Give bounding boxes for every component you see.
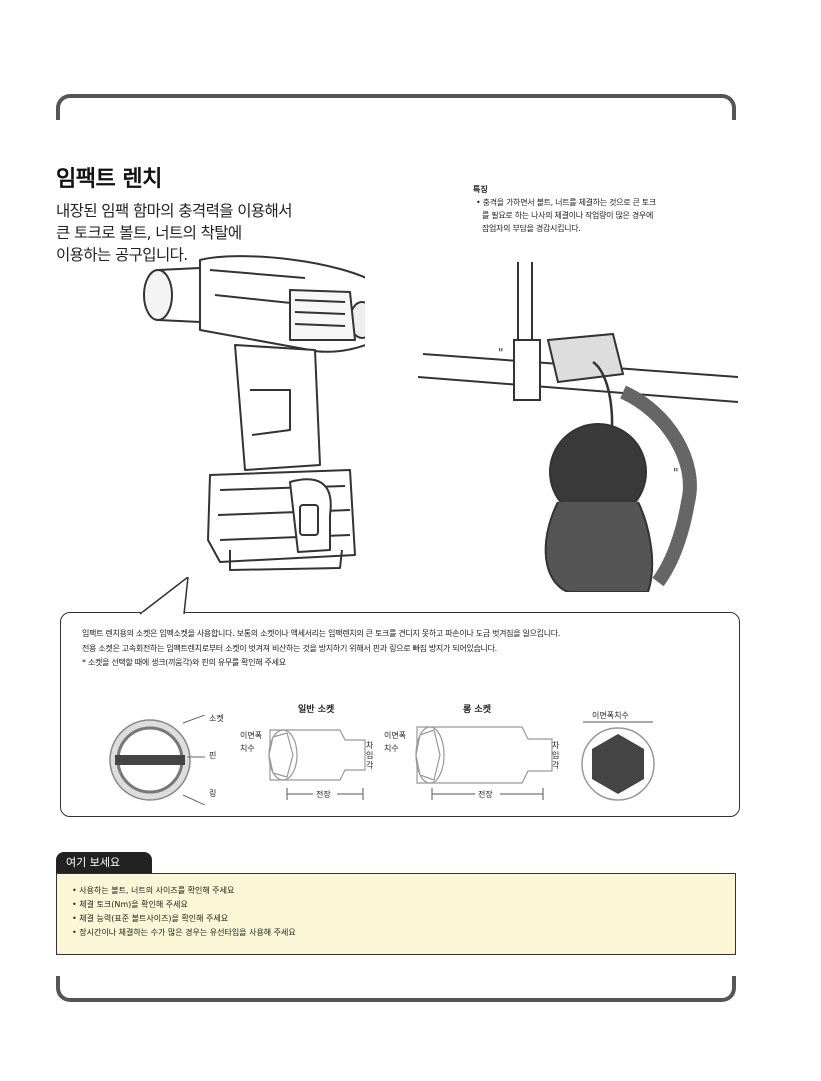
notes-box [56, 873, 736, 955]
impact-wrench-illustration [143, 255, 365, 571]
socket-info-text: 임팩트 렌치용의 소켓은 임펙소켓을 사용합니다. 보통의 소켓이나 액세서리는… [82, 627, 732, 671]
label-insert-angle-char: 입 [552, 751, 560, 760]
label-insert-angle-char: 차 [366, 741, 374, 750]
feature-line: 잡업자의 부담을 경감시킵니다. [482, 224, 581, 233]
callout-pointer [140, 577, 189, 616]
top-frame-bracket [56, 94, 736, 120]
note-item: • 장시간이나 체결하는 수가 많은 경우는 유선타입을 사용해 주세요 [72, 928, 296, 937]
label-insert-angle: 차 입 각 [552, 741, 559, 771]
label-width-size-full: 이면폭치수 [592, 711, 629, 720]
label-ring: 링 [209, 789, 217, 798]
socket-info-line: 임팩트 렌치용의 소켓은 임펙소켓을 사용합니다. 보통의 소켓이나 액세서리는… [82, 629, 561, 638]
label-insert-angle-char: 각 [366, 761, 374, 770]
long-socket-title: 롱 소켓 [463, 705, 491, 715]
feature-line: • 충격을 가하면서 볼트, 너트를 체결하는 것으로 큰 토크 [476, 198, 656, 207]
note-item: • 체결 토크(Nm)을 확인해 주세요 [72, 900, 188, 909]
label-insert-angle: 차 입 각 [366, 741, 373, 771]
label-length: 전장 [316, 790, 331, 799]
description-line: 내장된 임팩 함마의 충격력을 이용해서 [56, 202, 292, 220]
normal-socket-title: 일반 소켓 [298, 705, 335, 715]
normal-length-line [286, 788, 364, 800]
normal-socket-diagram [268, 729, 366, 781]
label-insert-angle-char: 입 [366, 751, 374, 760]
label-socket: 소켓 [209, 714, 224, 723]
description-line: 이용하는 공구입니다. [56, 246, 188, 264]
page-title: 임팩트 렌치 [56, 167, 162, 192]
note-item: • 체결 능력(표준 볼트사이즈)을 확인해 주세요 [72, 914, 229, 923]
notes-tab: 여기 보세요 [56, 852, 152, 873]
label-width-size-1: 이면폭 [384, 731, 407, 740]
socket-info-line: 전용 소켓은 고속회전하는 임팩트렌치로부터 소켓이 벗겨져 비산하는 것을 방… [82, 643, 497, 653]
socket-pin-ring-diagram [109, 715, 205, 805]
description: 내장된 임팩 함마의 충격력을 이용해서 큰 토크로 볼트, 너트의 착탈에 이… [56, 200, 356, 266]
long-length-line [431, 788, 544, 800]
socket-info-line: * 소켓을 선택할 때에 생크(끼움각)와 핀의 유무를 확인해 주세요 [82, 658, 286, 667]
label-width-size-1: 이면폭 [240, 731, 263, 740]
bottom-frame-bracket [56, 976, 736, 1002]
label-length: 전장 [478, 790, 493, 799]
label-width-size-2: 치수 [240, 744, 255, 753]
feature-heading: 특징 [473, 185, 488, 194]
label-width-size-2: 치수 [384, 744, 399, 753]
label-pin: 핀 [209, 751, 217, 760]
notes-list: • 사용하는 볼트, 너트의 사이즈를 확인해 주세요 • 체결 토크(Nm)을… [72, 884, 296, 940]
note-item: • 사용하는 볼트, 너트의 사이즈를 확인해 주세요 [72, 886, 235, 895]
description-line: 큰 토크로 볼트, 너트의 착탈에 [56, 224, 242, 242]
feature-line: 를 필요로 하는 나사의 체결이나 작업량이 많은 경우에 [482, 211, 654, 220]
svg-text:": " [498, 346, 504, 360]
label-insert-angle-char: 각 [552, 761, 560, 770]
long-socket-diagram [415, 726, 553, 784]
wrench-usage-illustration: " " [418, 262, 738, 592]
label-insert-angle-char: 차 [552, 741, 560, 750]
feature-text: • 충격을 가하면서 볼트, 너트를 체결하는 것으로 큰 토크 를 필요로 하… [476, 196, 736, 235]
svg-text:": " [673, 466, 679, 480]
hex-width-diagram [581, 721, 655, 801]
